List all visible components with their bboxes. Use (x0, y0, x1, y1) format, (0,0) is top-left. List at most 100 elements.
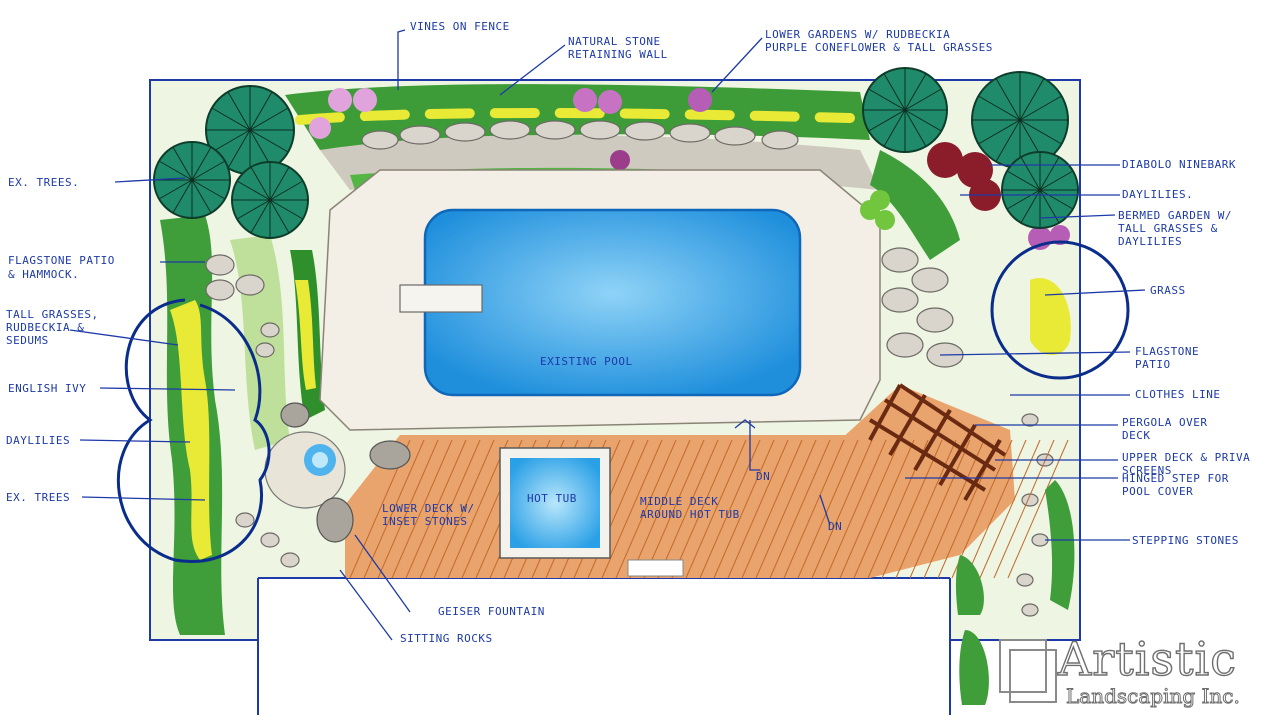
label-ex-trees-top: EX. TREES. (8, 176, 79, 189)
deck-grain (741, 439, 803, 579)
label-flagstone-right-1: FLAGSTONE (1135, 345, 1199, 358)
tree-spoke (191, 146, 212, 181)
logo-name: Artistic (1057, 632, 1237, 686)
tree-spoke (269, 166, 290, 201)
deck-grain (811, 439, 873, 579)
deck-grain (965, 439, 1027, 579)
label-tall-grasses-3: SEDUMS (6, 334, 49, 347)
deck-grain (363, 439, 425, 579)
pool-area (319, 169, 881, 431)
tree-spoke (158, 160, 193, 181)
right-garden (860, 142, 1075, 705)
outline-circles (116, 240, 1130, 563)
tree-spoke (904, 109, 927, 147)
tree-spoke (236, 199, 271, 220)
tree-spoke (1006, 170, 1041, 191)
deck-grain (433, 439, 495, 579)
label-stepping: STEPPING STONES (1132, 534, 1239, 547)
label-lower-deck-1: LOWER DECK W/ (382, 502, 475, 515)
tree-spoke (883, 109, 906, 147)
tree-spoke (191, 179, 226, 200)
logo-subtitle: Landscaping Inc. (1066, 684, 1240, 708)
deck-grain (839, 439, 901, 579)
label-geiser: GEISER FOUNTAIN (438, 605, 545, 618)
tree-spoke (1039, 170, 1074, 191)
tree-spoke (1019, 78, 1045, 121)
deck-grain (727, 439, 789, 579)
tree-spoke (1039, 156, 1060, 191)
deck-grain (783, 439, 845, 579)
deck-grain (377, 439, 439, 579)
label-lower-deck-2: INSET STONES (382, 515, 467, 528)
tree-spoke (1019, 119, 1062, 145)
decks (345, 383, 1069, 579)
artistic-landscaping-logo: Artistic Landscaping Inc. (999, 631, 1240, 709)
label-english-ivy: ENGLISH IVY (8, 382, 86, 395)
tree-spoke (227, 129, 251, 169)
tree-spoke (1006, 189, 1041, 210)
stone-paths (205, 120, 1054, 617)
deck-grain (643, 439, 705, 579)
deck-grain (797, 439, 859, 579)
label-hot-tub: HOT TUB (527, 492, 577, 505)
label-dn-1: DN (756, 470, 770, 483)
deck-grain (755, 439, 817, 579)
deck-grain (993, 439, 1055, 579)
tree-spoke (236, 180, 271, 201)
label-daylilies-left: DAYLILIES (6, 434, 70, 447)
label-grass: GRASS (1150, 284, 1186, 297)
label-bermed-1: BERMED GARDEN W/ (1118, 209, 1232, 222)
tree-spoke (1039, 189, 1074, 210)
label-existing-pool: EXISTING POOL (540, 355, 633, 368)
leader-lines (69, 29, 1146, 641)
label-bermed-2: TALL GRASSES & (1118, 222, 1218, 235)
label-tall-grasses-1: TALL GRASSES, (6, 308, 99, 321)
deck-grain (951, 439, 1013, 579)
label-diabolo: DIABOLO NINEBARK (1122, 158, 1236, 171)
tree-spoke (250, 166, 271, 201)
tree-spoke (269, 199, 290, 234)
tree-spoke (883, 73, 906, 111)
deck-grain (769, 439, 831, 579)
label-sitting-rocks: SITTING ROCKS (400, 632, 493, 645)
tree-spoke (211, 107, 251, 131)
label-stone-wall-2: RETAINING WALL (568, 48, 668, 61)
label-upper-deck-1: UPPER DECK & PRIVA (1122, 451, 1250, 464)
trees (153, 67, 1079, 239)
tree-spoke (250, 199, 271, 234)
tree-spoke (269, 180, 304, 201)
deck-grain (881, 439, 943, 579)
label-pergola-1: PERGOLA OVER (1122, 416, 1207, 429)
deck-grain (895, 439, 957, 579)
tree-spoke (904, 109, 942, 132)
label-stone-wall-1: NATURAL STONE (568, 35, 661, 48)
label-hinged-1: HINGED STEP FOR (1122, 472, 1229, 485)
deck-grain (853, 439, 915, 579)
tree-spoke (978, 119, 1021, 145)
label-middle-deck-2: AROUND HOT TUB (640, 508, 740, 521)
label-flagstone-patio-2: & HAMMOCK. (8, 268, 79, 281)
label-daylilies-right: DAYLILIES. (1122, 188, 1193, 201)
tree-spoke (249, 129, 289, 153)
deck-grain (419, 439, 481, 579)
tree-spoke (227, 91, 251, 131)
tree-spoke (868, 109, 906, 132)
deck-grain (405, 439, 467, 579)
tree-spoke (868, 88, 906, 111)
label-hinged-2: POOL COVER (1122, 485, 1193, 498)
tree-spoke (211, 129, 251, 153)
tree-spoke (172, 179, 193, 214)
deck-grain (979, 439, 1041, 579)
geiser-fountain (264, 402, 411, 543)
deck-grain (447, 439, 509, 579)
tree-spoke (995, 119, 1021, 162)
label-dn-2: DN (828, 520, 842, 533)
deck-grain (909, 439, 971, 579)
tree-spoke (172, 146, 193, 181)
tree-spoke (1019, 95, 1062, 121)
tree-spoke (191, 160, 226, 181)
deck-grain (671, 439, 733, 579)
tree-spoke (249, 91, 273, 131)
deck-grain (391, 439, 453, 579)
